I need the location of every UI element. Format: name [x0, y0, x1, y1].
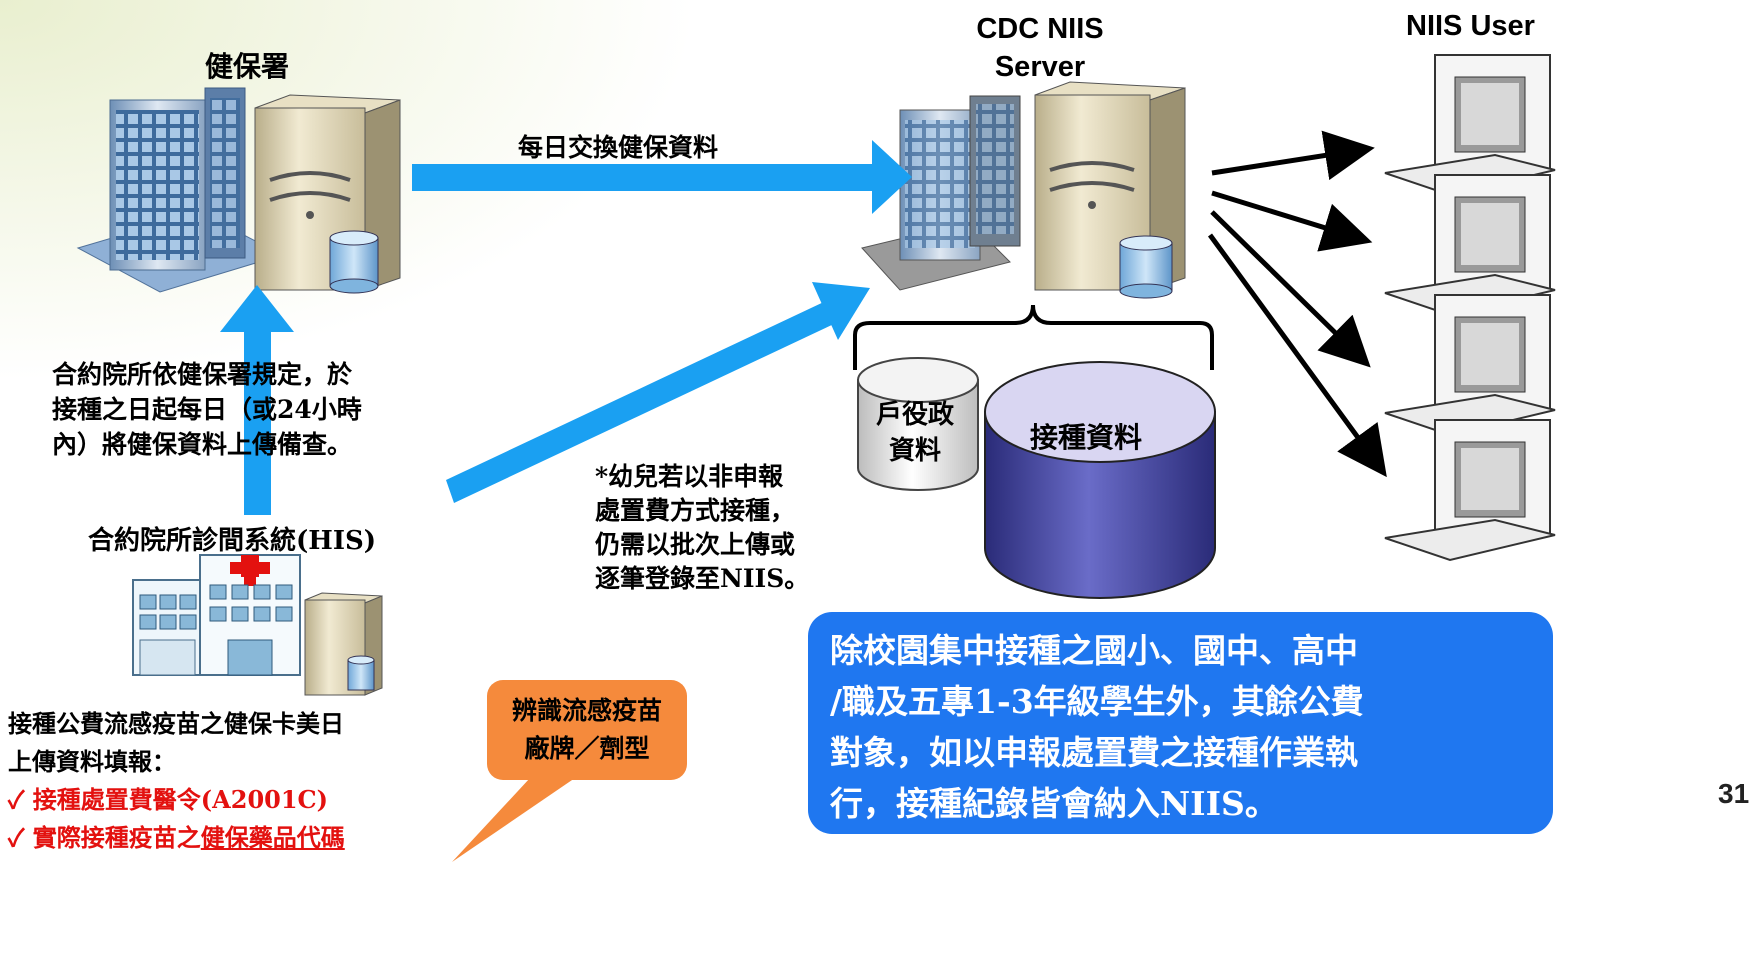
callout-line2: 廠牌／劑型 — [524, 734, 650, 763]
callout-text: 辨識流感疫苗 廠牌／劑型 — [492, 692, 682, 768]
his-server-icon — [304, 592, 383, 696]
his-label: 合約院所診間系統(HIS) — [88, 526, 377, 556]
his-to-nhi-line-1: 合約院所依健保署規定，於 — [52, 360, 353, 389]
arrow-his-to-cdc — [446, 282, 870, 503]
household-db-label: 戶役政 資料 — [865, 397, 965, 469]
his-to-cdc-line-1: *幼兒若以非申報 — [595, 462, 784, 491]
niis-user-label: NIIS User — [1406, 10, 1535, 42]
info-box-line3: 對象，如以申報處置費之接種作業執 — [830, 733, 1358, 772]
bottom-note: 接種公費流感疫苗之健保卡美日 上傳資料填報： ✓ 接種處置費醫令(A2001C)… — [8, 705, 345, 857]
his-to-nhi-line-2: 接種之日起每日（或24小時 — [52, 395, 362, 424]
cdc-label-line2: Server — [994, 51, 1086, 83]
page-number: 31 — [1718, 778, 1750, 809]
cdc-server-icon — [1034, 81, 1186, 291]
niis-user-computer-1 — [1384, 54, 1556, 197]
cdc-server-label: CDC NIIS Server — [960, 10, 1120, 86]
bottom-note-item-1-text: 接種處置費醫令(A2001C) — [32, 785, 328, 814]
brace-connector — [853, 304, 1214, 370]
his-to-cdc-line-4: 逐筆登錄至NIIS。 — [595, 564, 810, 593]
info-box-text: 除校園集中接種之國小、國中、高中 /職及五專1-3年級學生外，其餘公費 對象，如… — [830, 625, 1364, 829]
nhi-label: 健保署 — [205, 50, 290, 83]
cdc-db-icon — [1119, 235, 1173, 299]
bottom-note-item-2: ✓ 實際接種疫苗之健保藥品代碼 — [8, 819, 345, 857]
niis-user-computer-3 — [1384, 294, 1556, 437]
bottom-note-item-1: ✓ 接種處置費醫令(A2001C) — [8, 781, 345, 819]
info-box-line1: 除校園集中接種之國小、國中、高中 — [830, 631, 1358, 670]
vaccination-db-cylinder — [984, 361, 1216, 599]
cdc-building-icon — [861, 95, 1021, 291]
household-db-cylinder — [857, 357, 979, 491]
edge-label-nhi-to-cdc: 每日交換健保資料 — [518, 133, 719, 162]
his-to-cdc-line-3: 仍需以批次上傳或 — [595, 530, 796, 559]
bottom-note-item-2-underlined: 健保藥品代碼 — [200, 823, 345, 852]
info-box-shape — [808, 612, 1553, 834]
nhi-db-icon — [329, 230, 379, 294]
edge-label-his-to-nhi: 合約院所依健保署規定，於 接種之日起每日（或24小時 內）將健保資料上傳備查。 — [52, 357, 362, 462]
vaccination-db-label: 接種資料 — [1030, 421, 1143, 454]
callout-line1: 辨識流感疫苗 — [511, 696, 662, 725]
arrow-his-to-nhi — [220, 285, 294, 515]
check-icon: ✓ — [8, 823, 25, 852]
cdc-label-line1: CDC NIIS — [976, 13, 1104, 45]
nhi-building-icon — [76, 87, 284, 293]
bottom-note-intro-2: 上傳資料填報： — [8, 747, 176, 776]
his-to-cdc-line-2: 處置費方式接種， — [595, 496, 796, 525]
household-db-line2: 資料 — [888, 436, 941, 466]
info-box-line4: 行，接種紀錄皆會納入NIIS。 — [830, 784, 1278, 823]
hospital-icon — [132, 554, 301, 676]
info-box-line2: /職及五專1-3年級學生外，其餘公費 — [830, 682, 1364, 721]
check-icon: ✓ — [8, 785, 25, 814]
arrows-to-niis-users — [1207, 130, 1387, 478]
edge-label-his-to-cdc: *幼兒若以非申報 處置費方式接種， 仍需以批次上傳或 逐筆登錄至NIIS。 — [595, 460, 809, 596]
bottom-note-intro-1: 接種公費流感疫苗之健保卡美日 — [8, 709, 344, 738]
bottom-note-item-2-prefix: 實際接種疫苗之 — [32, 823, 201, 852]
callout-shape — [452, 680, 687, 862]
niis-user-computer-4 — [1384, 419, 1556, 562]
his-to-nhi-line-3: 內）將健保資料上傳備查。 — [52, 430, 353, 459]
household-db-line1: 戶役政 — [875, 400, 954, 430]
arrow-nhi-to-cdc — [412, 140, 912, 214]
